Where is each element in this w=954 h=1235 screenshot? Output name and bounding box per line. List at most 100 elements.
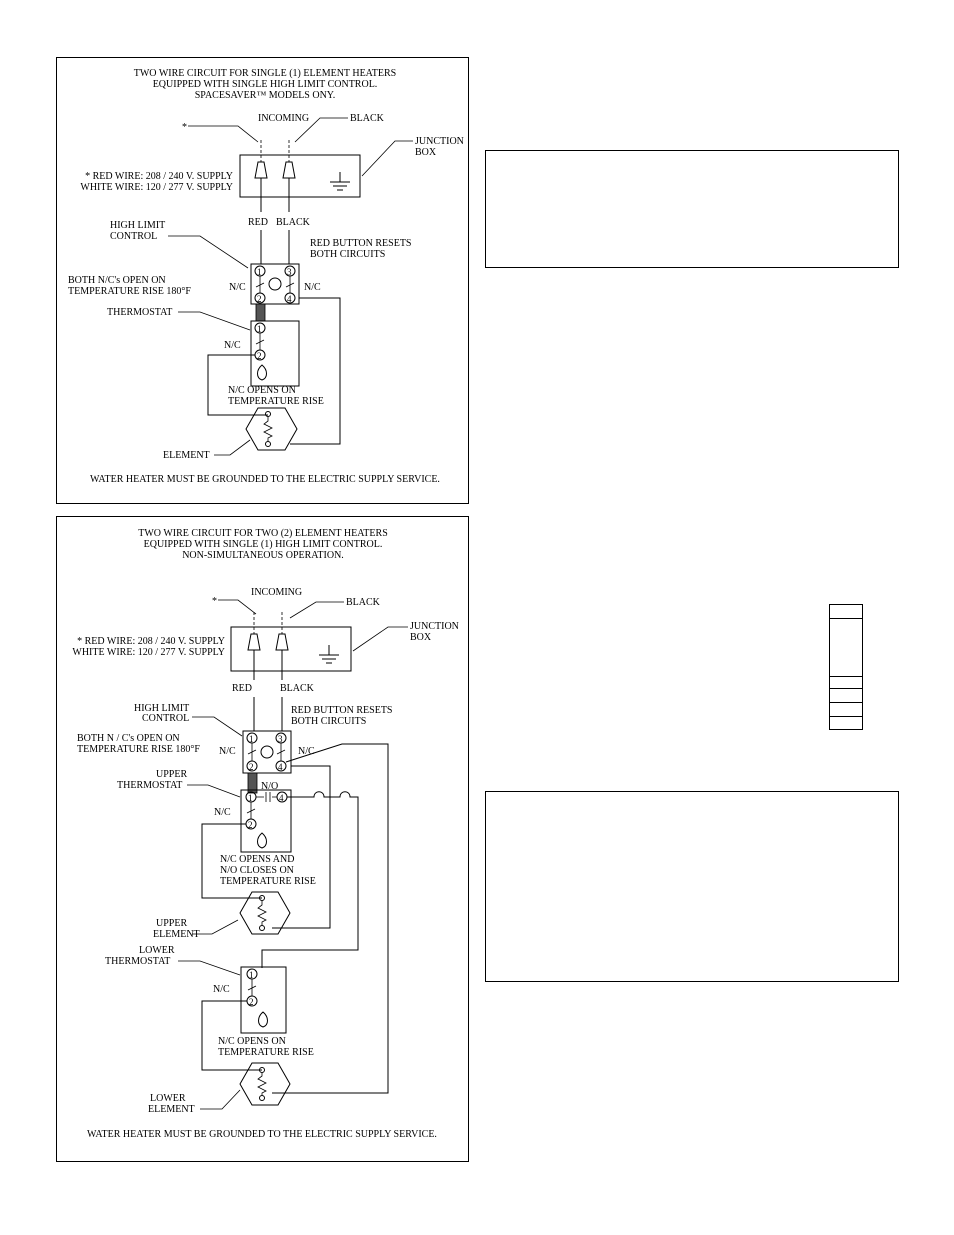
d1-high-limit-leader <box>168 235 249 269</box>
d2-terminal-4: 4 <box>275 760 287 772</box>
d2-red-label: RED <box>232 683 252 694</box>
d2-upper-nc: N/C <box>214 807 231 818</box>
d1-thermostat-label: THERMOSTAT <box>107 307 172 318</box>
diagram-single-element <box>56 57 469 504</box>
d2-terminal-3: 3 <box>275 732 287 744</box>
d2-lower-terminal-1: 1 <box>246 968 258 980</box>
d2-lower-element-label-2: ELEMENT <box>148 1104 195 1115</box>
d2-upper-note-2: N/O CLOSES ON <box>220 865 294 876</box>
d2-lower-thermostat-label-1: LOWER <box>139 945 175 956</box>
d2-asterisk: * <box>212 596 217 607</box>
empty-table-strip <box>829 604 863 730</box>
diagram-two-element <box>56 516 469 1162</box>
d1-thermostat-dial-icon <box>257 364 267 381</box>
svg-text:1: 1 <box>249 970 254 980</box>
d1-title-line-3: SPACESAVER™ MODELS ONY. <box>195 90 336 101</box>
d1-title-line-2: EQUIPPED WITH SINGLE HIGH LIMIT CONTROL. <box>153 79 378 90</box>
svg-text:2: 2 <box>257 294 262 304</box>
d2-lower-resistor-icon <box>257 1073 267 1095</box>
d2-wire-nut-black-icon <box>275 633 289 651</box>
d1-element-label: ELEMENT <box>163 450 210 461</box>
d2-high-limit-label-1: HIGH LIMIT <box>134 703 189 714</box>
d2-link-bar <box>247 772 258 794</box>
d2-lower-element-label-1: LOWER <box>150 1093 186 1104</box>
svg-text:2: 2 <box>257 351 262 361</box>
svg-text:2: 2 <box>249 762 254 772</box>
empty-notice-box-bottom <box>485 791 899 982</box>
d2-upper-terminal-1: 1 <box>245 791 257 803</box>
d1-nc-left: N/C <box>229 282 246 293</box>
d2-lower-thermostat <box>240 966 287 1034</box>
d1-reset-note-1: RED BUTTON RESETS <box>310 238 412 249</box>
d1-thermostat <box>250 320 300 387</box>
d2-upper-resistor-icon <box>257 901 267 925</box>
d2-junction-label-2: BOX <box>410 632 432 643</box>
d1-high-limit-label-1: HIGH LIMIT <box>110 220 165 231</box>
d1-nc-open-note-2: TEMPERATURE RISE 180°F <box>68 286 191 297</box>
d2-junction-label-1: JUNCTION <box>410 621 459 632</box>
d1-ground-icon <box>330 172 350 191</box>
d2-upper-note-1: N/C OPENS AND <box>220 854 294 865</box>
d1-thermostat-nc: N/C <box>224 340 241 351</box>
d2-title-line-2: EQUIPPED WITH SINGLE (1) HIGH LIMIT CONT… <box>144 539 383 550</box>
d2-black-lead-label: BLACK <box>280 683 315 694</box>
d2-upper-thermostat-label-2: THERMOSTAT <box>117 780 182 791</box>
d1-high-limit-label-2: CONTROL <box>110 231 157 242</box>
d1-thermo-note-2: TEMPERATURE RISE <box>228 396 324 407</box>
d1-wire-nut-black-icon <box>282 161 296 179</box>
svg-text:1: 1 <box>248 793 253 803</box>
d1-black-label: BLACK <box>350 113 385 124</box>
svg-text:2: 2 <box>249 997 254 1007</box>
d1-junction-label-2: BOX <box>415 147 437 158</box>
d2-ground-note: WATER HEATER MUST BE GROUNDED TO THE ELE… <box>87 1129 437 1140</box>
d2-upper-terminal-4: 4 <box>276 791 288 803</box>
svg-text:3: 3 <box>287 267 292 277</box>
d1-title-line-1: TWO WIRE CIRCUIT FOR SINGLE (1) ELEMENT … <box>134 68 397 79</box>
d1-wire-nut-red-icon <box>254 161 268 179</box>
d1-black-leader <box>294 117 348 143</box>
d2-lower-terminal-2: 2 <box>246 995 258 1007</box>
d1-element-leader <box>214 439 251 456</box>
d1-nc-right: N/C <box>304 282 321 293</box>
d2-lower-note-1: N/C OPENS ON <box>218 1036 286 1047</box>
d1-junction-leader <box>361 140 413 177</box>
d2-reset-button-icon <box>260 745 274 759</box>
d2-title-line-1: TWO WIRE CIRCUIT FOR TWO (2) ELEMENT HEA… <box>138 528 388 539</box>
d2-nc-left: N/C <box>219 746 236 757</box>
d2-upper-thermostat-label-1: UPPER <box>156 769 187 780</box>
d2-high-limit-control <box>242 730 292 774</box>
d1-high-limit-control <box>250 263 300 305</box>
d2-terminal-2: 2 <box>246 760 258 772</box>
d1-reset-note-2: BOTH CIRCUITS <box>310 249 385 260</box>
d2-high-limit-label-2: CONTROL <box>142 713 189 724</box>
d2-lower-note-2: TEMPERATURE RISE <box>218 1047 314 1058</box>
d2-upper-element-label-2: ELEMENT <box>153 929 200 940</box>
svg-text:1: 1 <box>249 734 254 744</box>
d1-thermostat-leader <box>178 311 251 331</box>
svg-text:1: 1 <box>257 267 262 277</box>
d2-no-label: N/O <box>261 781 278 792</box>
d2-wire-nut-red-icon <box>247 633 261 651</box>
d1-supply-note-2: WHITE WIRE: 120 / 277 V. SUPPLY <box>80 182 233 193</box>
d1-black-lead-label: BLACK <box>276 217 311 228</box>
d2-title-line-3: NON-SIMULTANEOUS OPERATION. <box>182 550 344 561</box>
d2-junction-box <box>230 626 352 672</box>
d2-black-label: BLACK <box>346 597 381 608</box>
d2-nc-right: N/C <box>298 746 315 757</box>
d1-resistor-icon <box>263 417 273 441</box>
d2-lower-thermostat-label-2: THERMOSTAT <box>105 956 170 967</box>
d2-upper-terminal-2: 2 <box>245 818 257 830</box>
d1-asterisk-leader <box>188 125 259 143</box>
empty-notice-box-top <box>485 150 899 268</box>
d2-reset-note-2: BOTH CIRCUITS <box>291 716 366 727</box>
d2-upper-thermostat <box>240 789 292 853</box>
d2-lower-nc: N/C <box>213 984 230 995</box>
d2-upper-element <box>239 891 291 935</box>
d2-nc-open-note-1: BOTH N / C's OPEN ON <box>77 733 180 744</box>
d2-lower-dial-icon <box>258 1011 268 1028</box>
d1-junction-label-1: JUNCTION <box>415 136 464 147</box>
d1-junction-box <box>239 154 361 198</box>
svg-text:4: 4 <box>287 294 292 304</box>
d2-supply-note-1: * RED WIRE: 208 / 240 V. SUPPLY <box>77 636 225 647</box>
